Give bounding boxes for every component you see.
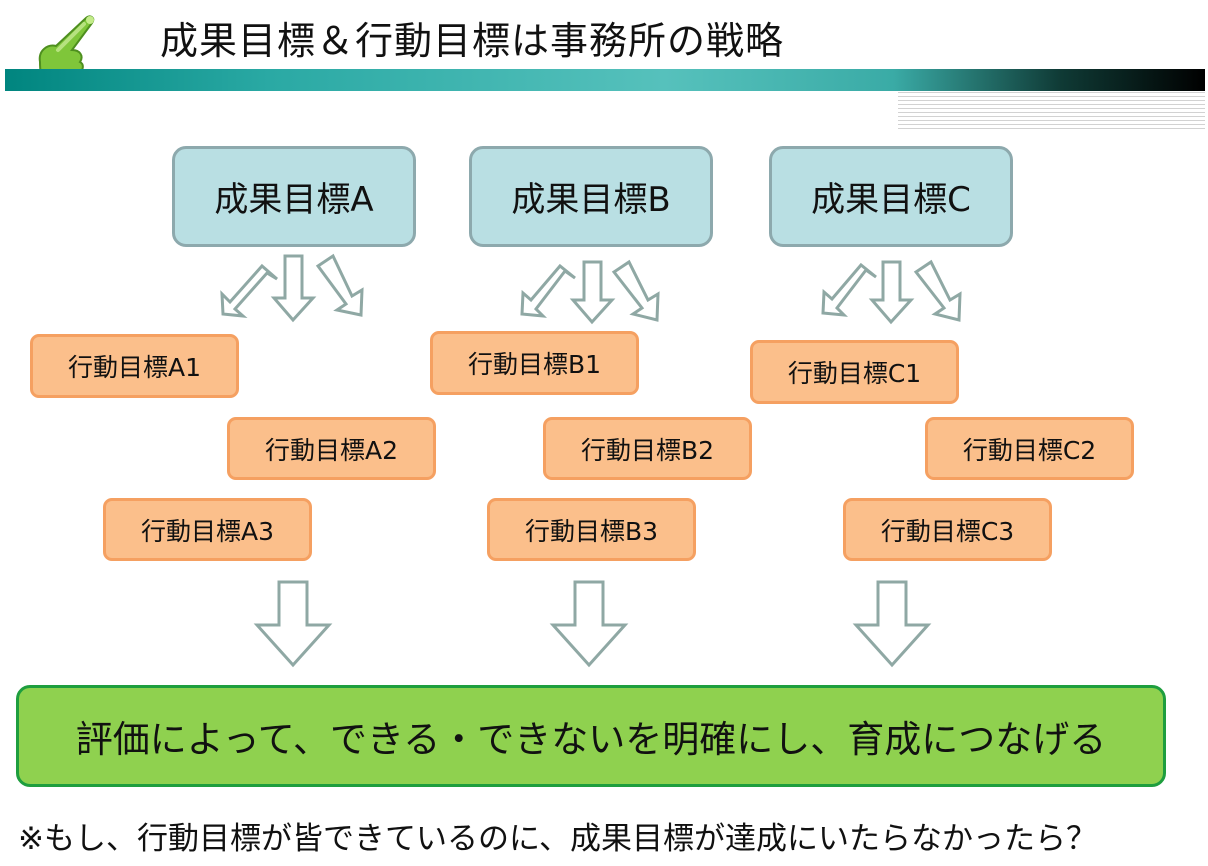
action-box-a2: 行動目標A2: [227, 417, 436, 480]
arrow-a-left: [220, 263, 278, 318]
header-bar: [5, 69, 1205, 91]
arrow-big-c: [852, 580, 932, 668]
action-box-a3: 行動目標A3: [103, 498, 312, 561]
outcome-box-b: 成果目標B: [469, 146, 713, 247]
footnote: ※もし、行動目標が皆できているのに、成果目標が達成にいたらなかったら？: [18, 821, 1098, 857]
arrow-c-down: [868, 260, 915, 325]
outcome-box-a: 成果目標A: [172, 146, 416, 247]
result-box: 評価によって、できる・できないを明確にし、育成につなげる: [16, 685, 1166, 787]
arrow-c-right: [913, 259, 962, 322]
header-decoration-lines: [898, 92, 1205, 130]
action-box-b3: 行動目標B3: [487, 498, 696, 561]
arrow-b-left: [520, 263, 576, 318]
arrow-big-b: [549, 580, 629, 668]
arrow-big-a: [253, 580, 333, 668]
arrow-b-down: [569, 260, 616, 325]
action-box-b1: 行動目標B1: [430, 331, 639, 395]
action-box-c1: 行動目標C1: [750, 340, 959, 404]
action-box-b2: 行動目標B2: [543, 417, 752, 480]
arrow-a-down: [270, 254, 317, 323]
outcome-box-c: 成果目標C: [769, 146, 1013, 247]
arrow-a-right: [315, 253, 364, 317]
arrow-b-right: [611, 259, 660, 322]
arrow-c-left: [821, 262, 877, 317]
action-box-c2: 行動目標C2: [925, 417, 1134, 480]
action-box-a1: 行動目標A1: [30, 334, 239, 398]
action-box-c3: 行動目標C3: [843, 498, 1052, 561]
page-title: 成果目標＆行動目標は事務所の戦略: [160, 19, 785, 63]
